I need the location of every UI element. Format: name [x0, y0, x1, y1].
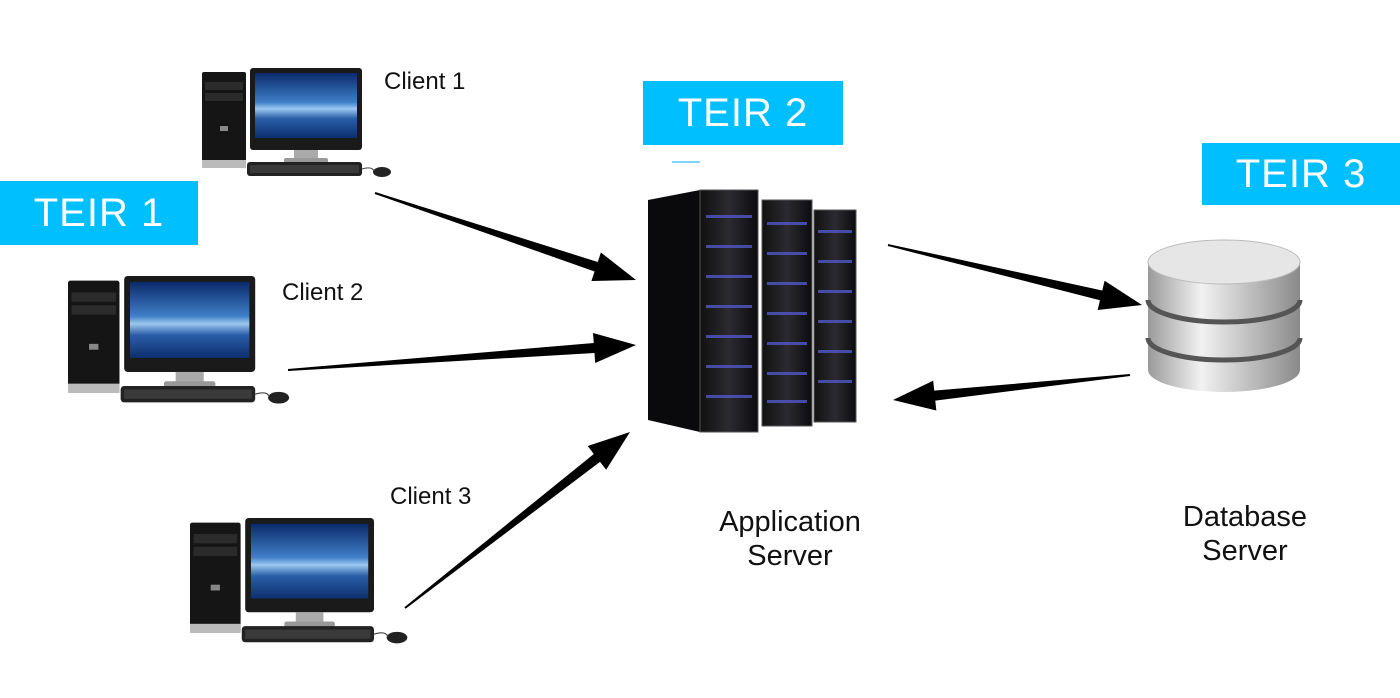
tier-3-badge: TEIR 3: [1202, 143, 1400, 205]
application-server-label-line1: Application: [719, 506, 861, 538]
database-server-icon: [1145, 239, 1303, 392]
tier-1-badge: TEIR 1: [0, 181, 198, 245]
database-server-label-line2: Server: [1202, 535, 1288, 567]
application-server-label: Application Server: [690, 505, 890, 573]
arrow-client2-to-app-server: [287, 333, 636, 371]
database-server-label-line1: Database: [1182, 501, 1308, 533]
database-server-label: Database Server: [1145, 500, 1345, 568]
client-1-label: Client 1: [384, 68, 466, 95]
client-2-computer-icon: [67, 275, 290, 405]
client-3-computer-icon: [189, 517, 408, 644]
application-server-icon: [648, 189, 857, 433]
arrow-database-to-app-server: [893, 374, 1131, 411]
arrow-app-server-to-database: [887, 244, 1142, 310]
application-server-label-line2: Server: [747, 540, 833, 572]
arrow-client1-to-app-server: [374, 192, 636, 281]
client-3-label: Client 3: [390, 483, 472, 510]
tier-2-badge: TEIR 2: [643, 81, 843, 145]
client-1-computer-icon: [201, 67, 392, 178]
arrow-client3-to-app-server: [404, 432, 630, 609]
client-2-label: Client 2: [282, 279, 364, 306]
tier-2-underline: [672, 161, 700, 163]
